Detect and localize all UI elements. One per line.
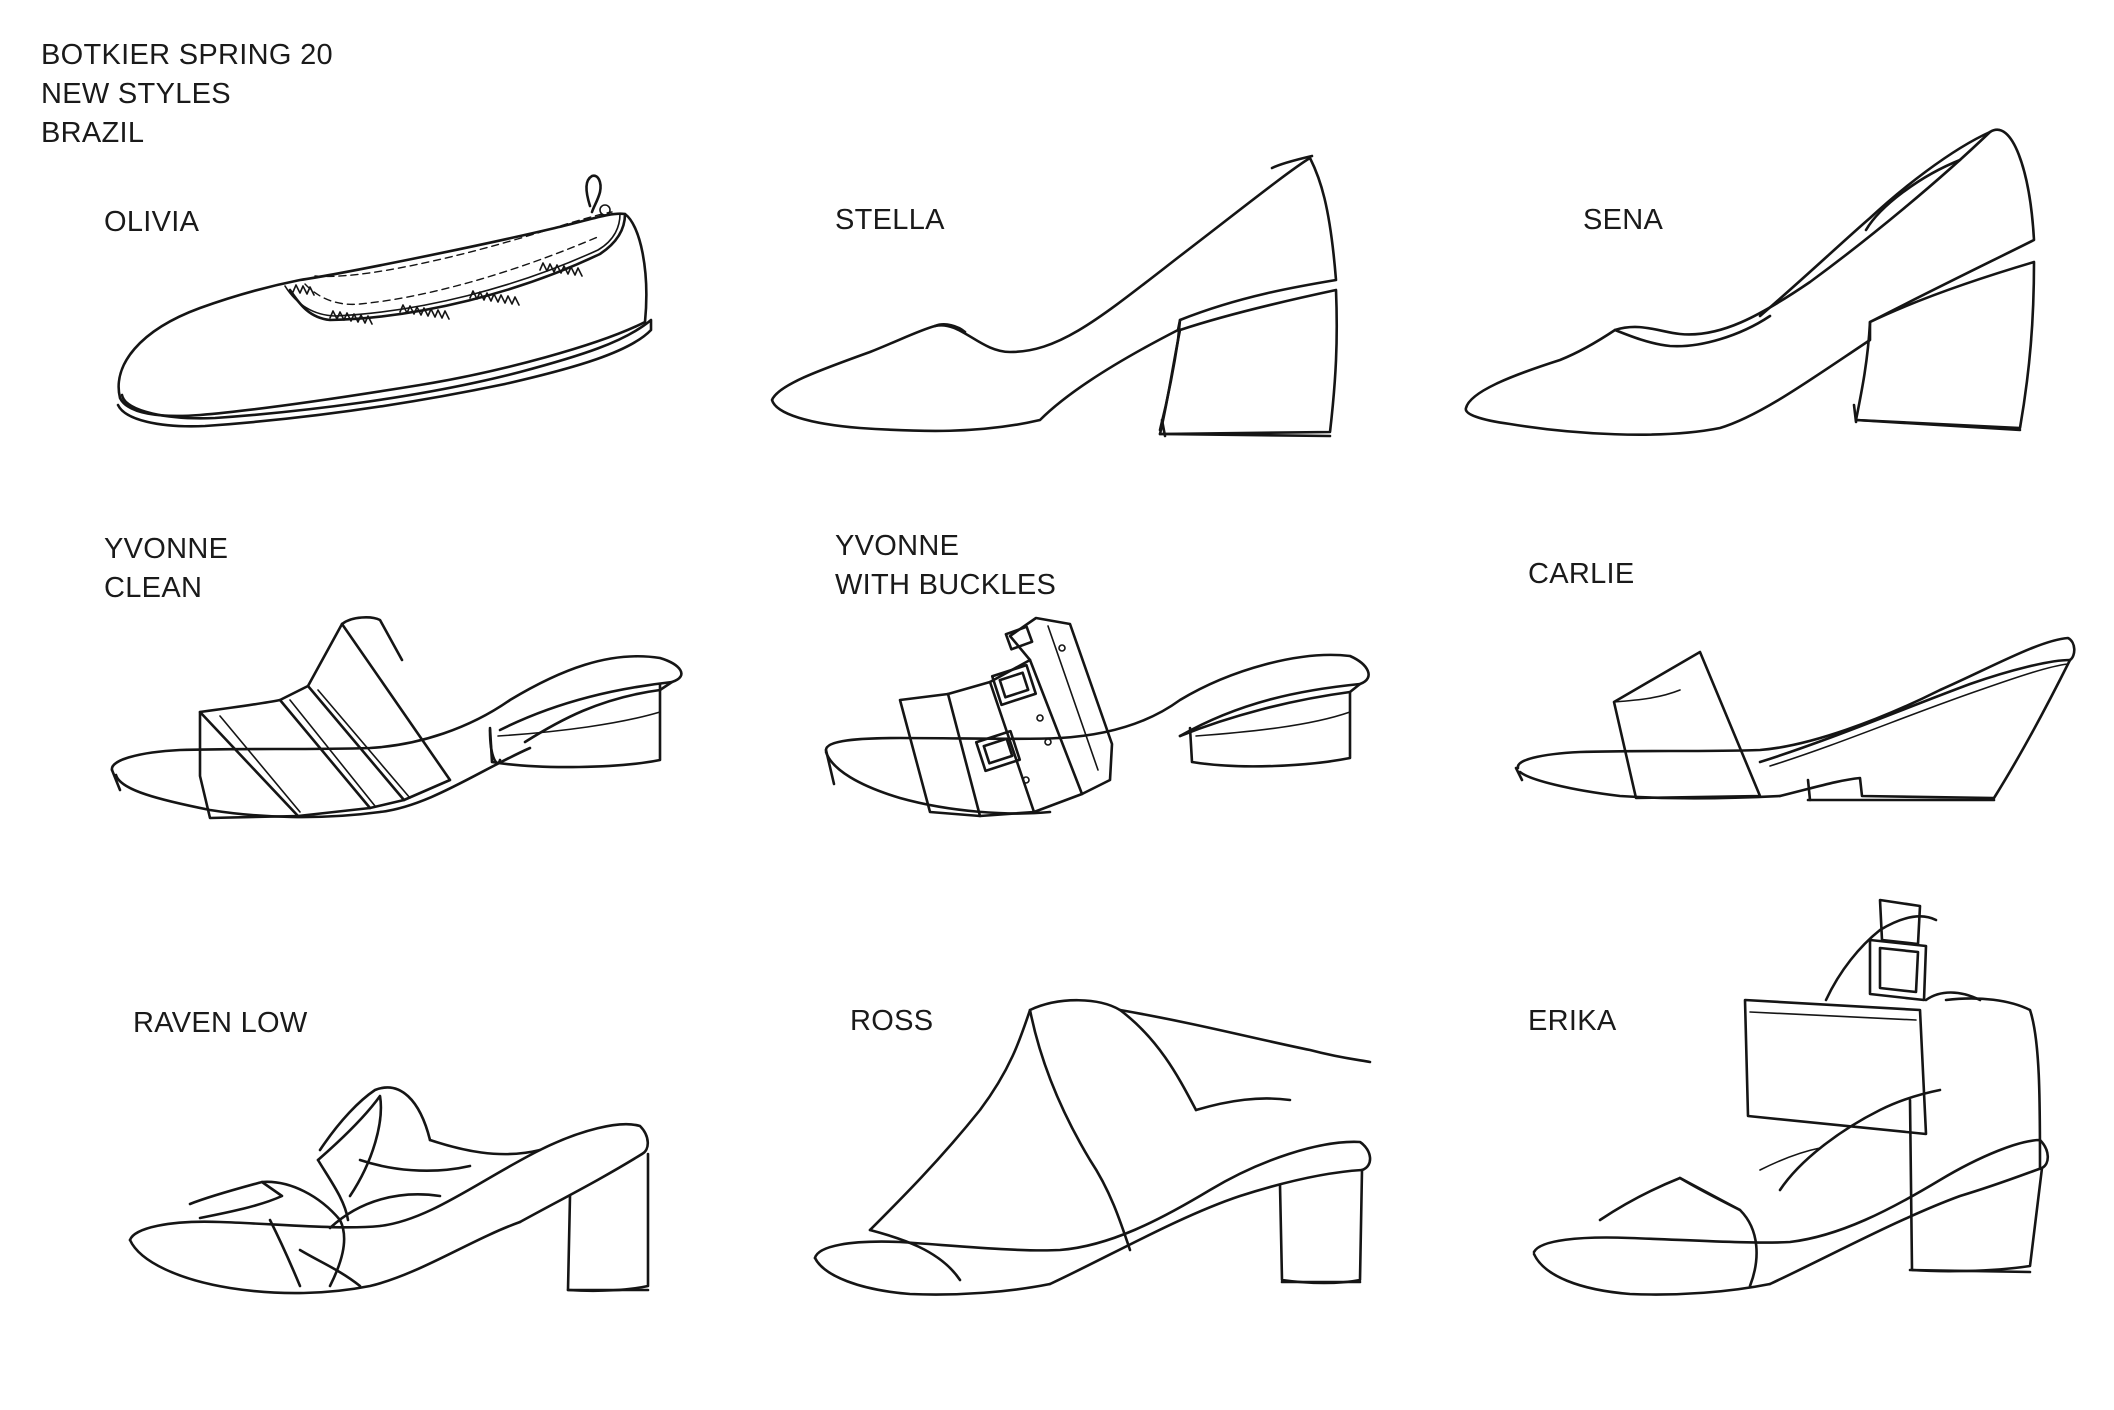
style-name: RAVEN LOW [133,1007,308,1039]
strappy-mule-sketch [110,616,683,820]
style-name: YVONNE [104,533,229,565]
dorsay-pump-sketch [1464,128,2036,436]
ankle-strap-sandal-sketch [1532,898,2050,1296]
collection-header: BOTKIER SPRING 20 NEW STYLES BRAZIL [41,36,333,153]
collection-title: BOTKIER SPRING 20 [41,39,333,71]
collection-subtitle: NEW STYLES [41,78,231,110]
ballet-flat-sketch [116,174,653,428]
style-name: ERIKA [1528,1005,1617,1037]
style-name: CARLIE [1528,558,1635,590]
style-label-carlie: CARLIE [1528,555,1635,594]
style-label-yvonne-clean: YVONNE CLEAN [104,530,228,608]
style-label-ross: ROSS [850,1002,933,1041]
collection-origin: BRAZIL [41,117,145,149]
style-name: SENA [1583,204,1664,236]
style-label-stella: STELLA [835,201,945,240]
style-label-erika: ERIKA [1528,1002,1617,1041]
style-variant: CLEAN [104,572,203,604]
asymmetric-mule-sketch [813,998,1372,1296]
style-label-sena: SENA [1583,201,1663,240]
wedge-slide-sketch [1514,636,2076,802]
style-label-olivia: OLIVIA [104,203,199,242]
style-label-raven-low: RAVEN LOW [133,1004,308,1043]
style-name: ROSS [850,1005,934,1037]
style-name: OLIVIA [104,206,200,238]
buckle-mule-sketch [824,616,1370,818]
style-variant: WITH BUCKLES [835,569,1057,601]
style-label-yvonne-buckles: YVONNE WITH BUCKLES [835,527,1056,605]
twist-mule-sketch [128,1086,650,1295]
style-name: YVONNE [835,530,960,562]
block-heel-pump-sketch [770,154,1339,438]
style-name: STELLA [835,204,945,236]
